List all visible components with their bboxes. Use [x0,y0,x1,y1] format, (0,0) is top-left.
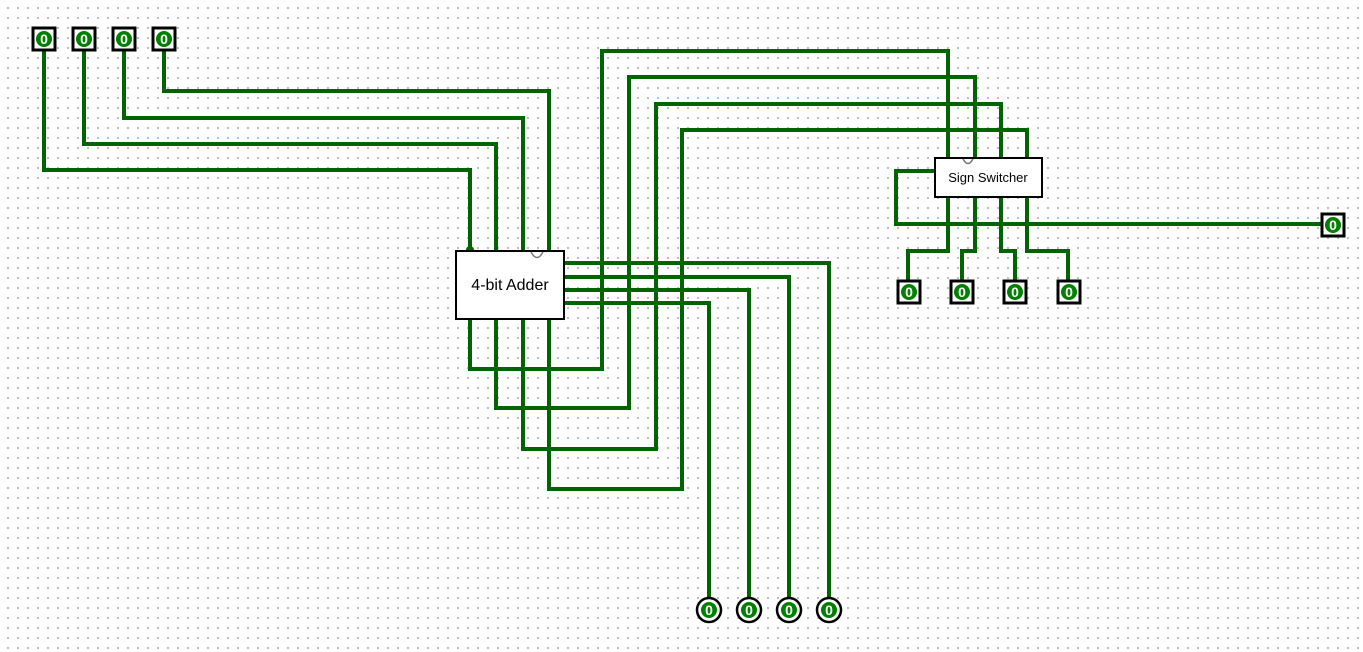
sum-output-pin-3: 0 [695,596,723,624]
input-pin-value: 0 [120,31,128,47]
sign-switcher-clock-notch [962,158,974,165]
sign-output-value: 0 [905,284,913,300]
input-wires [42,50,551,252]
adder-component[interactable]: 4-bit Adder [455,250,565,320]
input-pin-a3[interactable]: 0 [151,26,177,52]
sign-switcher-component[interactable]: Sign Switcher [934,157,1043,198]
wire-feed-1[interactable] [494,75,977,410]
adder-clock-notch [530,251,544,259]
sign-output-pin-2: 0 [1002,279,1028,305]
wire-sign-out-1[interactable] [960,195,977,281]
sum-output-pin-0: 0 [815,596,843,624]
wire-sign-out-3[interactable] [1025,195,1070,281]
input-pin-value: 0 [40,31,48,47]
wire-sum-3[interactable] [562,301,711,600]
sign-output-pin-1: 0 [949,279,975,305]
input-pin-a1[interactable]: 0 [71,26,97,52]
wire-in-a0[interactable] [42,50,472,252]
sign-wires [894,169,1322,281]
sign-output-value: 0 [958,284,966,300]
sign-output-pin-0: 0 [896,279,922,305]
wire-sign-out-0[interactable] [906,195,950,281]
wire-in-a3[interactable] [162,50,551,252]
wire-in-a1[interactable] [82,50,498,252]
sign-control-value: 0 [1329,217,1337,233]
input-pin-value: 0 [160,31,168,47]
wire-sign-control[interactable] [894,169,1322,226]
sum-output-value: 0 [745,602,753,618]
input-pin-a2[interactable]: 0 [111,26,137,52]
wire-sum-2[interactable] [562,288,751,600]
sum-output-pin-1: 0 [775,596,803,624]
wire-in-a2[interactable] [122,50,525,252]
adder-label: 4-bit Adder [471,277,549,294]
sum-output-value: 0 [705,602,713,618]
wire-feed-0[interactable] [468,49,950,371]
wire-feed-3[interactable] [547,128,1029,491]
input-pin-value: 0 [80,31,88,47]
sign-output-pin-3: 0 [1056,279,1082,305]
sum-output-value: 0 [825,602,833,618]
wire-sum-1[interactable] [562,275,791,600]
sign-output-value: 0 [1065,284,1073,300]
sign-output-value: 0 [1011,284,1019,300]
wire-sign-out-2[interactable] [999,195,1017,281]
sum-output-pin-2: 0 [735,596,763,624]
sum-output-value: 0 [785,602,793,618]
wire-sum-0[interactable] [562,261,831,600]
input-pin-a0[interactable]: 0 [31,26,57,52]
sign-control-pin[interactable]: 0 [1320,212,1346,238]
adder-body [455,250,565,320]
sign-switcher-label: Sign Switcher [948,170,1028,185]
sign-switcher-body [934,157,1043,198]
sum-wires [562,261,831,600]
